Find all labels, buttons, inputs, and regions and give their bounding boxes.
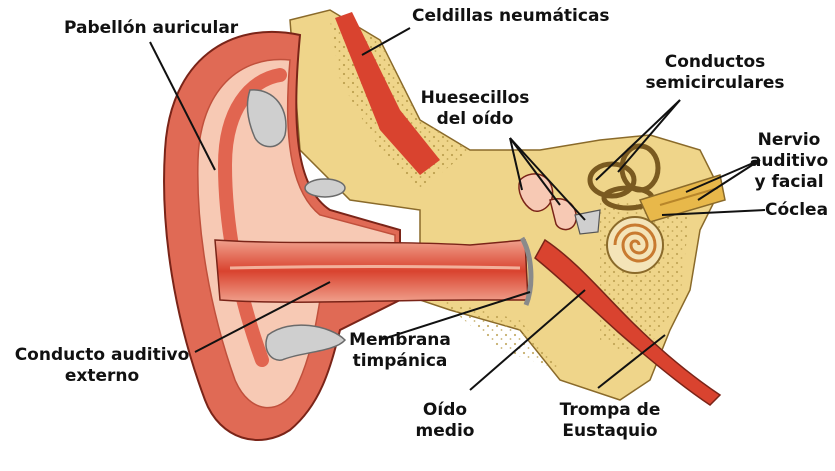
label-trompa-de-eustaquio: Trompa de Eustaquio xyxy=(540,400,680,442)
label-nervio-auditivo-facial: Nervio auditivo y facial xyxy=(745,130,833,193)
label-oido-medio: Oído medio xyxy=(405,400,485,442)
label-pabellon-auricular: Pabellón auricular xyxy=(64,18,238,39)
label-membrana-timpanica: Membrana timpánica xyxy=(345,330,455,372)
ear-canal xyxy=(215,240,528,302)
label-conducto-auditivo-externo: Conducto auditivo externo xyxy=(2,345,202,387)
cartilage-oval xyxy=(305,179,345,197)
label-coclea: Cóclea xyxy=(765,200,828,221)
canal-highlight xyxy=(230,267,520,269)
label-conductos-semicirculares: Conductos semicirculares xyxy=(630,52,800,94)
cochlea-shape xyxy=(607,217,663,273)
label-huesecillos-del-oido: Huesecillos del oído xyxy=(410,88,540,130)
label-celdillas-neumaticas: Celdillas neumáticas xyxy=(412,6,610,27)
